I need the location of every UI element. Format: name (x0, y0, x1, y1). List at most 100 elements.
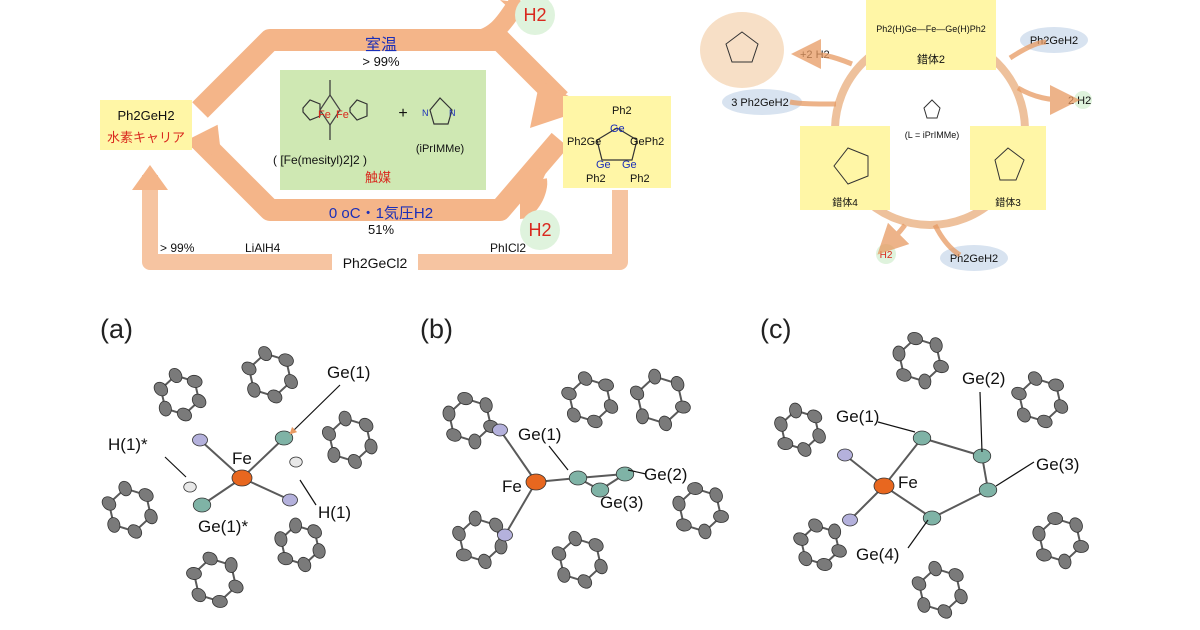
return-right-reagent: PhICl2 (490, 241, 526, 255)
struct-c-ring-carbon-atom (831, 544, 847, 558)
struct-a-ring-carbon-atom (101, 496, 117, 511)
return-left-yield: > 99% (160, 241, 195, 255)
struct-c-ring-carbon-atom (789, 402, 803, 419)
panel-label-a: (a) (100, 314, 133, 344)
struct-a-ring-carbon-atom (278, 353, 294, 367)
struct-a-fe-atom (231, 469, 253, 487)
struct-b-n-atom (497, 528, 513, 542)
struct-b-ge1: Ge(1) (518, 425, 561, 444)
cyclogermane-box (563, 96, 671, 188)
struct-c-ge-ge-bond (931, 489, 989, 519)
complex-4-box (800, 126, 890, 210)
cyclogermane-labels: Ph2 Ge Ph2Ge GePh2 Ge Ge Ph2 Ph2 (567, 105, 664, 185)
struct-c-ge-atom (912, 430, 932, 446)
complex-3-label: 錯体3 (995, 196, 1021, 209)
struct-a-ring-carbon-atom (338, 410, 352, 427)
complex-2-formula: Ph2(H)Ge—Fe—Ge(H)Ph2 (876, 24, 986, 34)
struct-b-n-atom (492, 423, 508, 437)
struct-c-ring-carbon-atom (1037, 414, 1053, 429)
struct-b-fe-atom (525, 473, 547, 491)
struct-a-fe-ge-bond (241, 437, 285, 479)
product-label-left: Ph2Ge (567, 136, 601, 148)
struct-c-ring-carbon-atom (1069, 517, 1083, 533)
struct-b-ring-carbon-atom (442, 405, 456, 422)
struct-b-ge-atom (568, 470, 588, 486)
struct-c-ring-carbon-atom (1011, 386, 1027, 401)
struct-b-ring-carbon-atom (577, 371, 593, 386)
struct-c-fe-ge-bond (883, 437, 923, 487)
struct-c-ring-carbon-atom (812, 428, 826, 444)
struct-b-ring-carbon-atom (629, 385, 645, 401)
struct-b-ring-carbon-atom (468, 510, 482, 527)
struct-a-ring-carbon-atom (267, 389, 283, 404)
struct-a-ge-atom (274, 430, 294, 446)
cycle-nhc-sketch (923, 99, 941, 119)
struct-a-ring-carbon-atom (127, 524, 143, 539)
struct-b-ge-atom (615, 466, 635, 482)
struct-a-ring-carbon-atom (327, 447, 341, 463)
struct-a-ring-carbon-atom (176, 407, 192, 422)
struct-b-fe-c-bond (499, 429, 537, 483)
fe-atom-label-left: Fe (318, 109, 331, 121)
nhc-ligand-structure (429, 97, 453, 125)
ge5-product-ring (725, 31, 759, 63)
h2-uptake-label: H2 (528, 220, 551, 240)
struct-c-ring-carbon-atom (933, 359, 949, 374)
struct-b-ring-carbon-atom (588, 538, 604, 552)
struct-a-ring-carbon-atom (168, 367, 183, 384)
top-condition: 室温 (365, 36, 397, 54)
reagent-left: 3 Ph2GeH2 (731, 97, 788, 109)
struct-a-ring-carbon-atom (212, 595, 228, 608)
reagent-bubble-left (722, 89, 802, 115)
bottom-condition: 0 oC・1気圧H2 (329, 205, 433, 222)
struct-c-ring-carbon-atom (798, 551, 813, 567)
product-label-right: GePh2 (630, 136, 664, 148)
reagent-bubble-top (1020, 27, 1088, 53)
fe-atom-label-right: Fe (336, 109, 349, 121)
product-label-top-ph: Ph2 (612, 105, 632, 117)
complex-4-ring (833, 147, 869, 185)
complex-2-box (866, 0, 996, 70)
struct-a-fe: Fe (232, 449, 252, 468)
struct-b-ring-carbon-atom (713, 510, 729, 523)
struct-c-ring-carbon-atom (954, 588, 968, 605)
struct-c-ge1: Ge(1) (836, 407, 879, 426)
bottom-yield: 51% (368, 222, 394, 237)
ligand-definition: (L = iPrIMMe) (905, 130, 959, 140)
struct-c-ge3: Ge(3) (1036, 455, 1079, 474)
struct-b-ring-carbon-atom (478, 553, 492, 570)
struct-b-ring-carbon-atom (557, 567, 571, 583)
struct-b-ring-carbon-atom (675, 400, 691, 414)
product-label-bl-ge: Ge (596, 159, 611, 171)
struct-b-ring-carbon-atom (577, 574, 593, 589)
struct-c-ring-carbon-atom (1047, 512, 1064, 525)
struct-c-ring-carbon-atom (1032, 525, 1046, 542)
struct-b-ring-carbon-atom (452, 525, 466, 542)
struct-c-ring-carbon-atom (928, 560, 942, 577)
carrier-label: 水素キャリア (107, 130, 185, 145)
struct-a-ring-carbon-atom (312, 543, 326, 559)
return-left-reagent: LiAlH4 (245, 241, 281, 255)
crystal-structures (101, 332, 1089, 619)
return-reagent: Ph2GeCl2 (343, 255, 408, 271)
panel-label-b: (b) (420, 314, 453, 344)
struct-c-ring-carbon-atom (911, 576, 927, 591)
struct-a-ring-carbon-atom (228, 579, 244, 594)
struct-c-ring-carbon-atom (929, 337, 943, 353)
struct-a-ring-carbon-atom (107, 517, 121, 533)
struct-b-ring-carbon-atom (598, 378, 614, 392)
struct-b-ring-carbon-atom (698, 523, 712, 540)
product-label-br-ge: Ge (622, 159, 637, 171)
hydrogen-carrier-box (100, 100, 192, 150)
struct-b-ring-carbon-atom (566, 407, 581, 423)
struct-a-ring-carbon-atom (347, 454, 362, 469)
struct-c-ring-carbon-atom (807, 409, 823, 424)
struct-a-ring-carbon-atom (118, 480, 132, 497)
struct-a-h-atom (289, 456, 303, 468)
struct-c-ring-carbon-atom (892, 345, 906, 362)
struct-c-ring-carbon-atom (1053, 399, 1069, 414)
struct-c-ring-carbon-atom (917, 597, 931, 613)
top-yield: > 99% (362, 54, 400, 69)
struct-b-ring-carbon-atom (468, 433, 482, 450)
struct-b-ge2: Ge(2) (644, 465, 687, 484)
